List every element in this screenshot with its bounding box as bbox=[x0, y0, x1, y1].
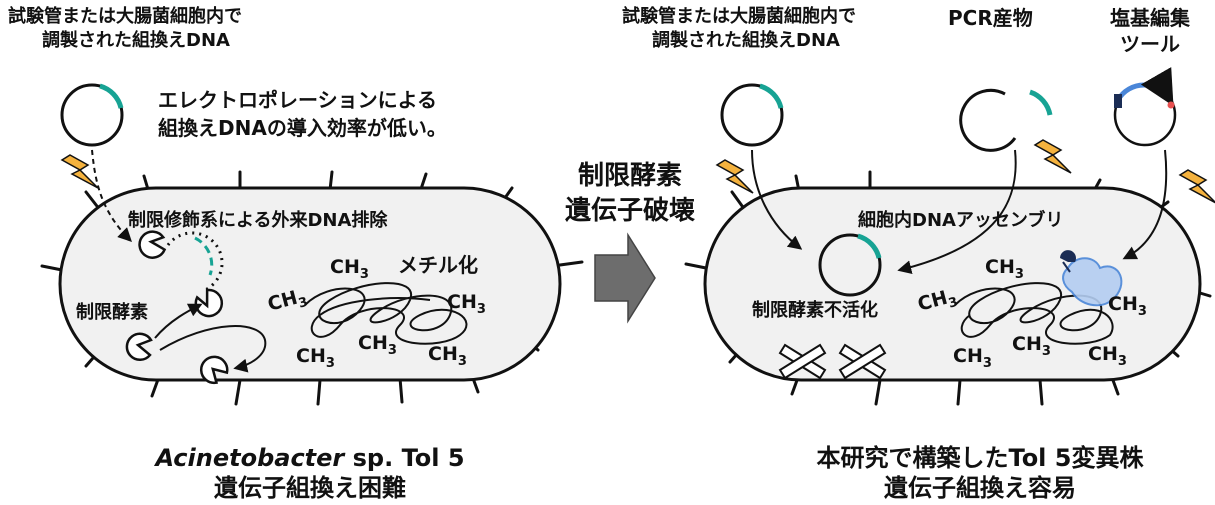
electroporation-note-line1: エレクトロポレーションによる bbox=[158, 88, 437, 112]
pcr-product-insert bbox=[1029, 89, 1053, 116]
left-cut-plasmid-insert bbox=[194, 236, 214, 276]
left-enzyme-arrow-2 bbox=[159, 325, 267, 373]
right-source-label-line2: 調製された組換えDNA bbox=[652, 30, 840, 51]
editing-plasmid-promoter bbox=[1114, 94, 1122, 108]
editing-plasmid-cas bbox=[1115, 67, 1174, 107]
left-entry-arrow bbox=[91, 149, 132, 242]
left-enzyme-label: 制限酵素 bbox=[76, 302, 148, 323]
left-plasmid bbox=[60, 83, 124, 147]
inactivation-label: 制限酵素不活化 bbox=[752, 300, 878, 321]
right-methyl-6: CH3 bbox=[1088, 343, 1127, 369]
right-entry-arrow-3 bbox=[1122, 149, 1168, 260]
assembled-plasmid-insert bbox=[857, 233, 882, 259]
left-plasmid-insert bbox=[99, 83, 124, 109]
pcr-product-label: PCR産物 bbox=[948, 6, 1033, 30]
right-methyl-1: CH3 bbox=[985, 256, 1024, 282]
right-bolt-icon-2 bbox=[1033, 139, 1072, 174]
left-bolt-icon bbox=[60, 154, 99, 189]
left-methyl-5: CH3 bbox=[296, 345, 335, 371]
right-methyl-4: CH3 bbox=[1012, 333, 1051, 359]
base-editor-linker bbox=[1062, 261, 1071, 273]
right-strain-title: 本研究で構築したTol 5変異株 bbox=[816, 444, 1144, 472]
center-arrow bbox=[594, 232, 656, 324]
left-strain-title: Acinetobacter sp. Tol 5 bbox=[155, 444, 465, 472]
assembled-plasmid bbox=[818, 233, 882, 297]
left-methyl-3: CH3 bbox=[447, 291, 486, 317]
left-enzyme-arrow-1 bbox=[154, 303, 203, 339]
right-cell-body bbox=[703, 186, 1202, 382]
right-methyl-5: CH3 bbox=[953, 345, 992, 371]
editing-plasmid-mark bbox=[1167, 101, 1175, 109]
left-methyl-1: CH3 bbox=[330, 256, 369, 282]
base-editing-label-line2: ツール bbox=[1120, 32, 1180, 56]
right-plasmid bbox=[720, 83, 784, 147]
pcr-product-backbone bbox=[959, 88, 1017, 152]
right-entry-arrow-1 bbox=[751, 149, 803, 250]
right-chromosome bbox=[954, 282, 1114, 345]
assembly-label: 細胞内DNAアッセンブリ bbox=[858, 210, 1064, 231]
left-cell-body bbox=[58, 186, 562, 382]
right-source-label-line1: 試験管または大腸菌細胞内で bbox=[622, 6, 856, 27]
inactivated-enzymes bbox=[778, 343, 887, 380]
rm-system-label: 制限修飾系による外来DNA排除 bbox=[128, 210, 388, 231]
electroporation-note-line2: 組換えDNAの導入効率が低い。 bbox=[158, 116, 447, 140]
left-source-label-line2: 調製された組換えDNA bbox=[42, 30, 230, 51]
left-methyl-4: CH3 bbox=[358, 332, 397, 358]
left-methyl-6: CH3 bbox=[428, 343, 467, 369]
left-conclusion: 遺伝子組換え困難 bbox=[214, 474, 406, 502]
right-bolt-icon-3 bbox=[1178, 169, 1215, 204]
arrow-label-line2: 遺伝子破壊 bbox=[564, 196, 695, 226]
base-editor-deaminase bbox=[1060, 250, 1076, 262]
left-cut-plasmid bbox=[166, 231, 224, 292]
right-bolt-icon-1 bbox=[715, 159, 754, 194]
right-plasmid-insert bbox=[759, 83, 784, 109]
base-editor-protein bbox=[1062, 257, 1123, 307]
base-editing-label-line1: 塩基編集 bbox=[1110, 6, 1190, 30]
right-entry-arrow-2 bbox=[897, 149, 1017, 275]
right-methyl-3: CH3 bbox=[1108, 293, 1147, 319]
arrow-label-line1: 制限酵素 bbox=[577, 161, 682, 191]
left-source-label-line1: 試験管または大腸菌細胞内で bbox=[8, 6, 242, 27]
left-chromosome bbox=[304, 282, 468, 345]
right-conclusion: 遺伝子組換え容易 bbox=[884, 474, 1076, 502]
methylation-label: メチル化 bbox=[398, 253, 478, 277]
